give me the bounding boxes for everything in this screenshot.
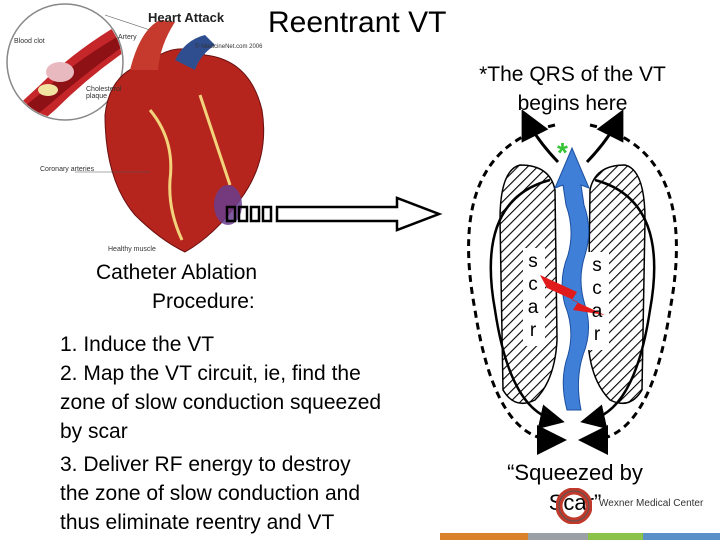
- cholesterol-plaque: [38, 84, 58, 96]
- label-copyright: © MedicineNet.com 2006: [195, 44, 263, 50]
- label-coronary-arteries: Coronary arteries: [40, 166, 95, 173]
- blood-clot: [46, 62, 74, 82]
- reentry-circuit-diagram: [467, 110, 678, 455]
- qrs-note: *The QRS of the VT begins here: [455, 60, 690, 118]
- ablation-heading-line1: Catheter Ablation: [96, 261, 258, 284]
- coronary-artery: [148, 109, 184, 241]
- step-line: zone of slow conduction squeezed: [60, 391, 382, 414]
- arrow-segment: [237, 205, 249, 223]
- scar-letter: r: [593, 324, 601, 345]
- label-healthy-muscle: Healthy muscle: [108, 246, 156, 253]
- caption-line1: “Squeezed by: [507, 460, 643, 485]
- scar-letter: a: [591, 301, 603, 322]
- step-line: the zone of slow conduction and: [60, 482, 361, 505]
- scar-letter: c: [592, 278, 602, 299]
- arrow-segment: [249, 205, 261, 223]
- footer-bar-orange: [440, 533, 528, 540]
- outer-loop-left: [467, 123, 567, 455]
- procedure-steps: 1. Induce the VT 2. Map the VT circuit, …: [60, 330, 465, 537]
- aorta: [130, 20, 175, 70]
- qrs-note-line1: *The QRS of the VT: [479, 63, 666, 86]
- step-line: by scar: [60, 420, 128, 443]
- scar-letter: a: [527, 297, 539, 318]
- heart-attack-illustration: [6, 3, 265, 253]
- exit-arrow-right: [585, 110, 624, 164]
- rf-energy-bolt: [540, 275, 605, 315]
- pulmonary-vessel: [175, 35, 215, 70]
- arrow-to-circuit-diagram: [225, 196, 443, 232]
- scar-letter: c: [528, 274, 538, 295]
- scar-letter: s: [528, 251, 538, 272]
- scar-label-bg-right: [587, 252, 609, 350]
- outer-loop-right: [578, 123, 678, 455]
- heart-figure-title: Heart Attack: [148, 10, 225, 25]
- scar-letter: s: [592, 255, 602, 276]
- qrs-start-asterisk: *: [557, 137, 568, 168]
- arrow-segment: [261, 205, 273, 223]
- ablation-heading-line2: Procedure:: [152, 290, 255, 313]
- step-line: 1. Induce the VT: [60, 333, 215, 356]
- ohio-state-logo-icon: [556, 488, 592, 524]
- arrow-segment: [225, 205, 237, 223]
- scar-label-left: s c a r: [525, 250, 541, 342]
- label-artery: Artery: [118, 34, 137, 41]
- footer-bar-green: [588, 533, 643, 540]
- scar-label-right: s c a r: [589, 254, 605, 346]
- scar-letter: r: [529, 320, 537, 341]
- arrow-body: [275, 196, 443, 232]
- label-cholesterol: Cholesterol plaque: [86, 86, 122, 100]
- footer-bar-gray: [528, 533, 588, 540]
- title-leader-line: [104, 14, 151, 31]
- step-line: 3. Deliver RF energy to destroy: [60, 453, 351, 476]
- scar-label-bg-left: [523, 248, 545, 346]
- slow-conduction-channel: [554, 146, 590, 411]
- squeezed-by-scar-caption: “Squeezed by Scar”: [490, 458, 660, 518]
- artery-lumen: [10, 25, 122, 119]
- label-blood-clot: Blood clot: [14, 38, 45, 45]
- coronary-artery-2: [198, 94, 232, 186]
- footer-bar-blue: [643, 533, 720, 540]
- ablation-heading: Catheter Ablation Procedure:: [96, 258, 257, 316]
- step-line: thus eliminate reentry and VT: [60, 511, 335, 534]
- exit-arrow-left: [521, 110, 560, 164]
- slide-title: Reentrant VT: [268, 6, 447, 39]
- step-line: 2. Map the VT circuit, ie, find the: [60, 362, 361, 385]
- footer-brand: Wexner Medical Center: [599, 498, 704, 509]
- qrs-note-line2: begins here: [517, 92, 628, 115]
